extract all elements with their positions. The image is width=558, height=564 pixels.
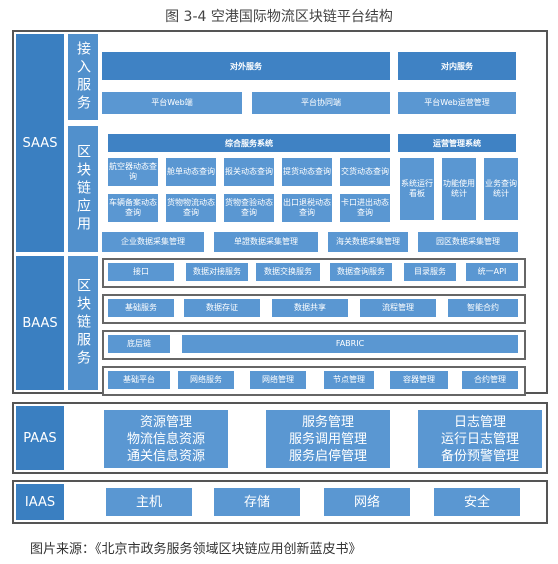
ops-item: 功能使用统计: [442, 158, 476, 220]
baas-item: 数据存证: [184, 299, 260, 317]
app-item: 报关动态查询: [224, 158, 274, 186]
baas-item: 数据查询服务: [330, 263, 392, 281]
collect-item: 园区数据采集管理: [418, 232, 518, 252]
collab-client: 平台协同端: [252, 92, 390, 114]
iaas-security: 安全: [434, 488, 520, 516]
app-item: 车辆备案动态查询: [108, 194, 158, 222]
app-item: 货物物流动态查询: [166, 194, 216, 222]
paas-text: 物流信息资源: [126, 431, 205, 447]
sub-blockchain-service: 区块链服务: [68, 256, 98, 390]
baas-item: 数据共享: [272, 299, 348, 317]
collect-item: 企业数据采集管理: [102, 232, 204, 252]
paas-text: 日志管理: [453, 414, 506, 430]
sub-access: 接入服务: [68, 34, 98, 120]
sub-blockchain-app: 区块链应用: [68, 126, 98, 252]
paas-block-service: 服务管理 服务调用管理 服务启停管理: [266, 410, 390, 468]
ops-item: 系统运行看板: [400, 158, 434, 220]
layer-saas: SAAS: [16, 34, 64, 252]
figure-caption: 图片来源：《北京市政务服务领域区块链应用创新蓝皮书》: [30, 542, 362, 557]
integrated-system-header: 综合服务系统: [108, 134, 390, 152]
baas-item: 底层链: [108, 335, 170, 353]
app-item: 货物查验动态查询: [224, 194, 274, 222]
baas-item: 合约管理: [462, 371, 518, 389]
baas-item: 基础服务: [108, 299, 174, 317]
paas-text: 资源管理: [139, 414, 192, 430]
baas-item: 数据对接服务: [186, 263, 248, 281]
paas-text: 服务调用管理: [288, 431, 367, 447]
baas-row-4: [102, 366, 526, 396]
layer-baas: BAAS: [16, 256, 64, 390]
iaas-storage: 存储: [214, 488, 300, 516]
collect-item: 单證数据采集管理: [214, 232, 318, 252]
app-item: 航空器动态查询: [108, 158, 158, 186]
figure-title: 图 3-4 空港国际物流区块链平台结构: [165, 9, 393, 25]
baas-item: 网络服务: [178, 371, 234, 389]
external-services-header: 对外服务: [102, 52, 390, 80]
baas-item: 网络管理: [250, 371, 306, 389]
paas-text: 服务启停管理: [288, 448, 367, 464]
collect-item: 海关数据采集管理: [328, 232, 408, 252]
app-item: 交货动态查询: [340, 158, 390, 186]
fabric: FABRIC: [182, 335, 518, 353]
iaas-host: 主机: [106, 488, 192, 516]
baas-item: 节点管理: [324, 371, 374, 389]
ops-system-header: 运营管理系统: [398, 134, 516, 152]
paas-text: 服务管理: [301, 414, 354, 430]
web-ops-mgmt: 平台Web运营管理: [398, 92, 516, 114]
baas-item: 容器管理: [390, 371, 448, 389]
baas-item: 目录服务: [404, 263, 456, 281]
web-client: 平台Web端: [102, 92, 242, 114]
layer-paas: PAAS: [16, 406, 64, 470]
app-item: 提货动态查询: [282, 158, 332, 186]
paas-text: 通关信息资源: [126, 448, 205, 464]
paas-block-resource: 资源管理 物流信息资源 通关信息资源: [104, 410, 228, 468]
iaas-network: 网络: [324, 488, 410, 516]
app-item: 卡口进出动态查询: [340, 194, 390, 222]
ops-item: 业务查询统计: [484, 158, 518, 220]
baas-item: 统一API: [466, 263, 518, 281]
paas-text: 备份预警管理: [440, 448, 519, 464]
paas-block-log: 日志管理 运行日志管理 备份预警管理: [418, 410, 542, 468]
baas-item: 数据交换服务: [256, 263, 320, 281]
baas-item: 接口: [108, 263, 174, 281]
paas-text: 运行日志管理: [440, 431, 519, 447]
baas-item: 智能合约: [448, 299, 518, 317]
baas-item: 基础平台: [108, 371, 170, 389]
layer-iaas: IAAS: [16, 484, 64, 520]
app-item: 舱单动态查询: [166, 158, 216, 186]
internal-services-header: 对内服务: [398, 52, 516, 80]
baas-item: 流程管理: [360, 299, 436, 317]
app-item: 出口退税动态查询: [282, 194, 332, 222]
